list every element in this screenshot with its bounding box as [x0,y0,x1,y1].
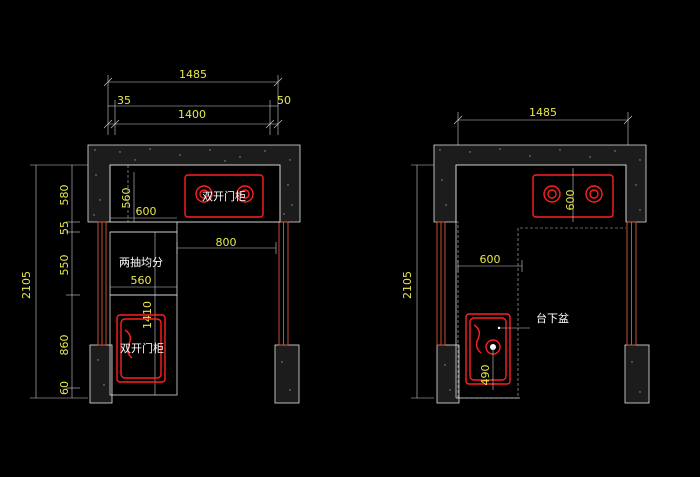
dim-label: 1485 [179,68,207,81]
stove-cabinet-label: 双开门柜 [202,189,246,203]
cooktop: 双开门柜 [184,174,264,218]
left-vertical-dims: 2105 580 55 550 860 60 [20,164,88,399]
counter-top-stone [87,144,301,404]
left-internal-dims: 560 600 800 560 1410 [110,172,277,395]
dim-label: 2105 [20,271,33,299]
dim-label: 35 [117,94,131,107]
dim-label: 600 [136,205,157,218]
undermount-sink: 490 台下盆 [465,311,569,390]
dim-label: 60 [58,381,71,395]
dim-label: 560 [120,188,133,209]
dim-label: 800 [216,236,237,249]
stone-texture-right [439,148,641,393]
undermount-sink-label: 台下盆 [536,311,569,325]
stone-texture [93,148,293,391]
dim-600-right: 600 [457,253,523,272]
counter-outline-right [455,164,627,399]
dim-label: 1485 [529,106,557,119]
sink: 双开门柜 [116,314,166,383]
dim-label: 580 [58,185,71,206]
side-posts [97,221,289,346]
dim-top-1485-right: 1485 [453,106,633,145]
left-plan: 1485 35 1400 50 [20,68,301,404]
dim-row-35-1400-50: 35 1400 50 [103,94,291,135]
counter-top-stone-right [433,144,650,404]
dim-label: 600 [564,190,577,211]
dim-label: 550 [58,255,71,276]
dim-label: 1400 [178,108,206,121]
sink-cabinet-label: 双开门柜 [120,341,164,355]
dim-label: 600 [480,253,501,266]
cabinet-outlines [109,164,281,396]
side-posts-right [436,221,637,346]
dim-label: 2105 [401,271,414,299]
dim-label: 55 [58,221,71,235]
right-plan: 1485 [401,106,650,404]
dim-top-1485: 1485 [103,68,283,135]
dim-label: 50 [277,94,291,107]
dim-label: 490 [479,365,492,386]
drawers-label: 两抽均分 [119,255,163,269]
dim-label: 860 [58,335,71,356]
right-vertical-dim: 2105 [401,164,434,399]
cooktop-right: 600 [532,168,614,222]
dim-label: 560 [131,274,152,287]
